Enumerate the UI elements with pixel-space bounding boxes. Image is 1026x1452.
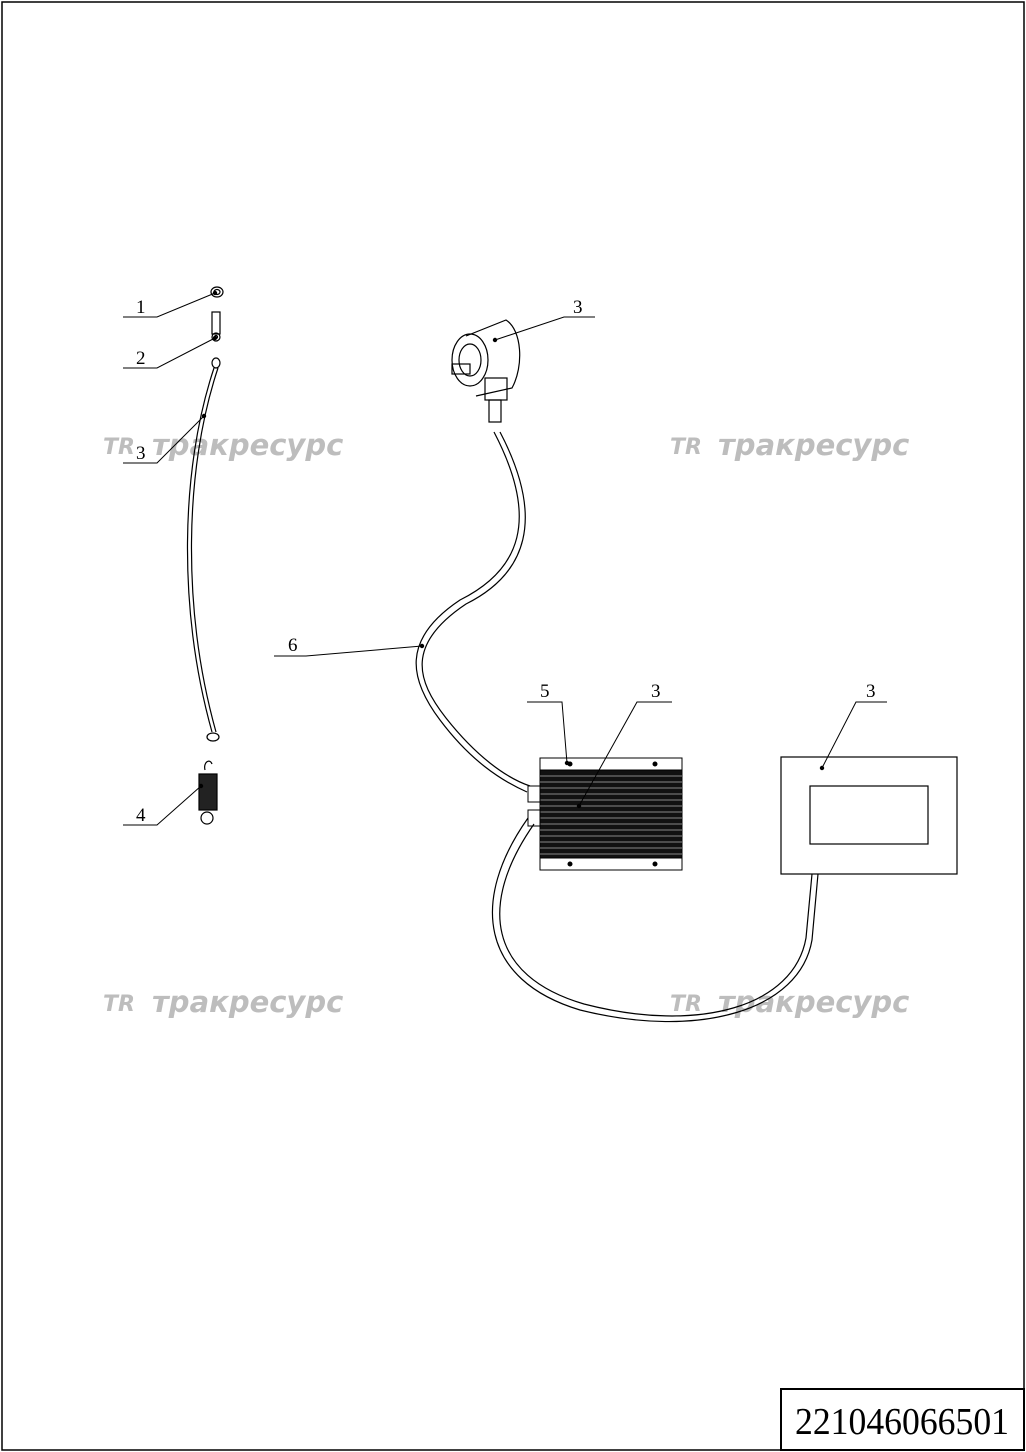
callout-label: 3 [651, 681, 661, 702]
watermark-top-right: TR тракресурс [670, 428, 909, 462]
callout-label: 3 [866, 681, 876, 702]
watermark-bottom-left: TR тракресурс [103, 985, 343, 1019]
watermark-top-left: TR тракресурс [103, 428, 343, 462]
part-encoder [451, 319, 521, 423]
part-number: 221046066501 [795, 1401, 1009, 1443]
callout-label: 2 [136, 348, 146, 369]
watermark-text: тракресурс [152, 428, 343, 462]
part-rod [186, 357, 221, 742]
part-spring [198, 760, 218, 825]
part-display [780, 756, 958, 875]
callout-label: 1 [136, 297, 146, 318]
cable-encoder-controller [415, 431, 531, 793]
watermark-text: тракресурс [152, 985, 343, 1019]
part-number-box: 221046066501 [780, 1388, 1025, 1451]
watermark-logo: TR [670, 435, 702, 460]
callout-label: 6 [288, 635, 298, 656]
callout-label: 4 [136, 805, 146, 826]
cable-controller-display [491, 817, 819, 1023]
callout-label: 5 [540, 681, 550, 702]
part-nut [210, 286, 224, 298]
watermark-text: тракресурс [718, 428, 909, 462]
watermark-text: тракресурс [718, 985, 909, 1019]
part-controller [527, 757, 683, 871]
leader-lines [123, 292, 887, 826]
watermark-logo: TR [670, 992, 702, 1017]
leader-dots [198, 290, 825, 809]
watermark-logo: TR [103, 435, 135, 460]
callout-label: 3 [573, 297, 583, 318]
callout-label: 3 [136, 443, 146, 464]
watermark-logo: TR [103, 992, 135, 1017]
